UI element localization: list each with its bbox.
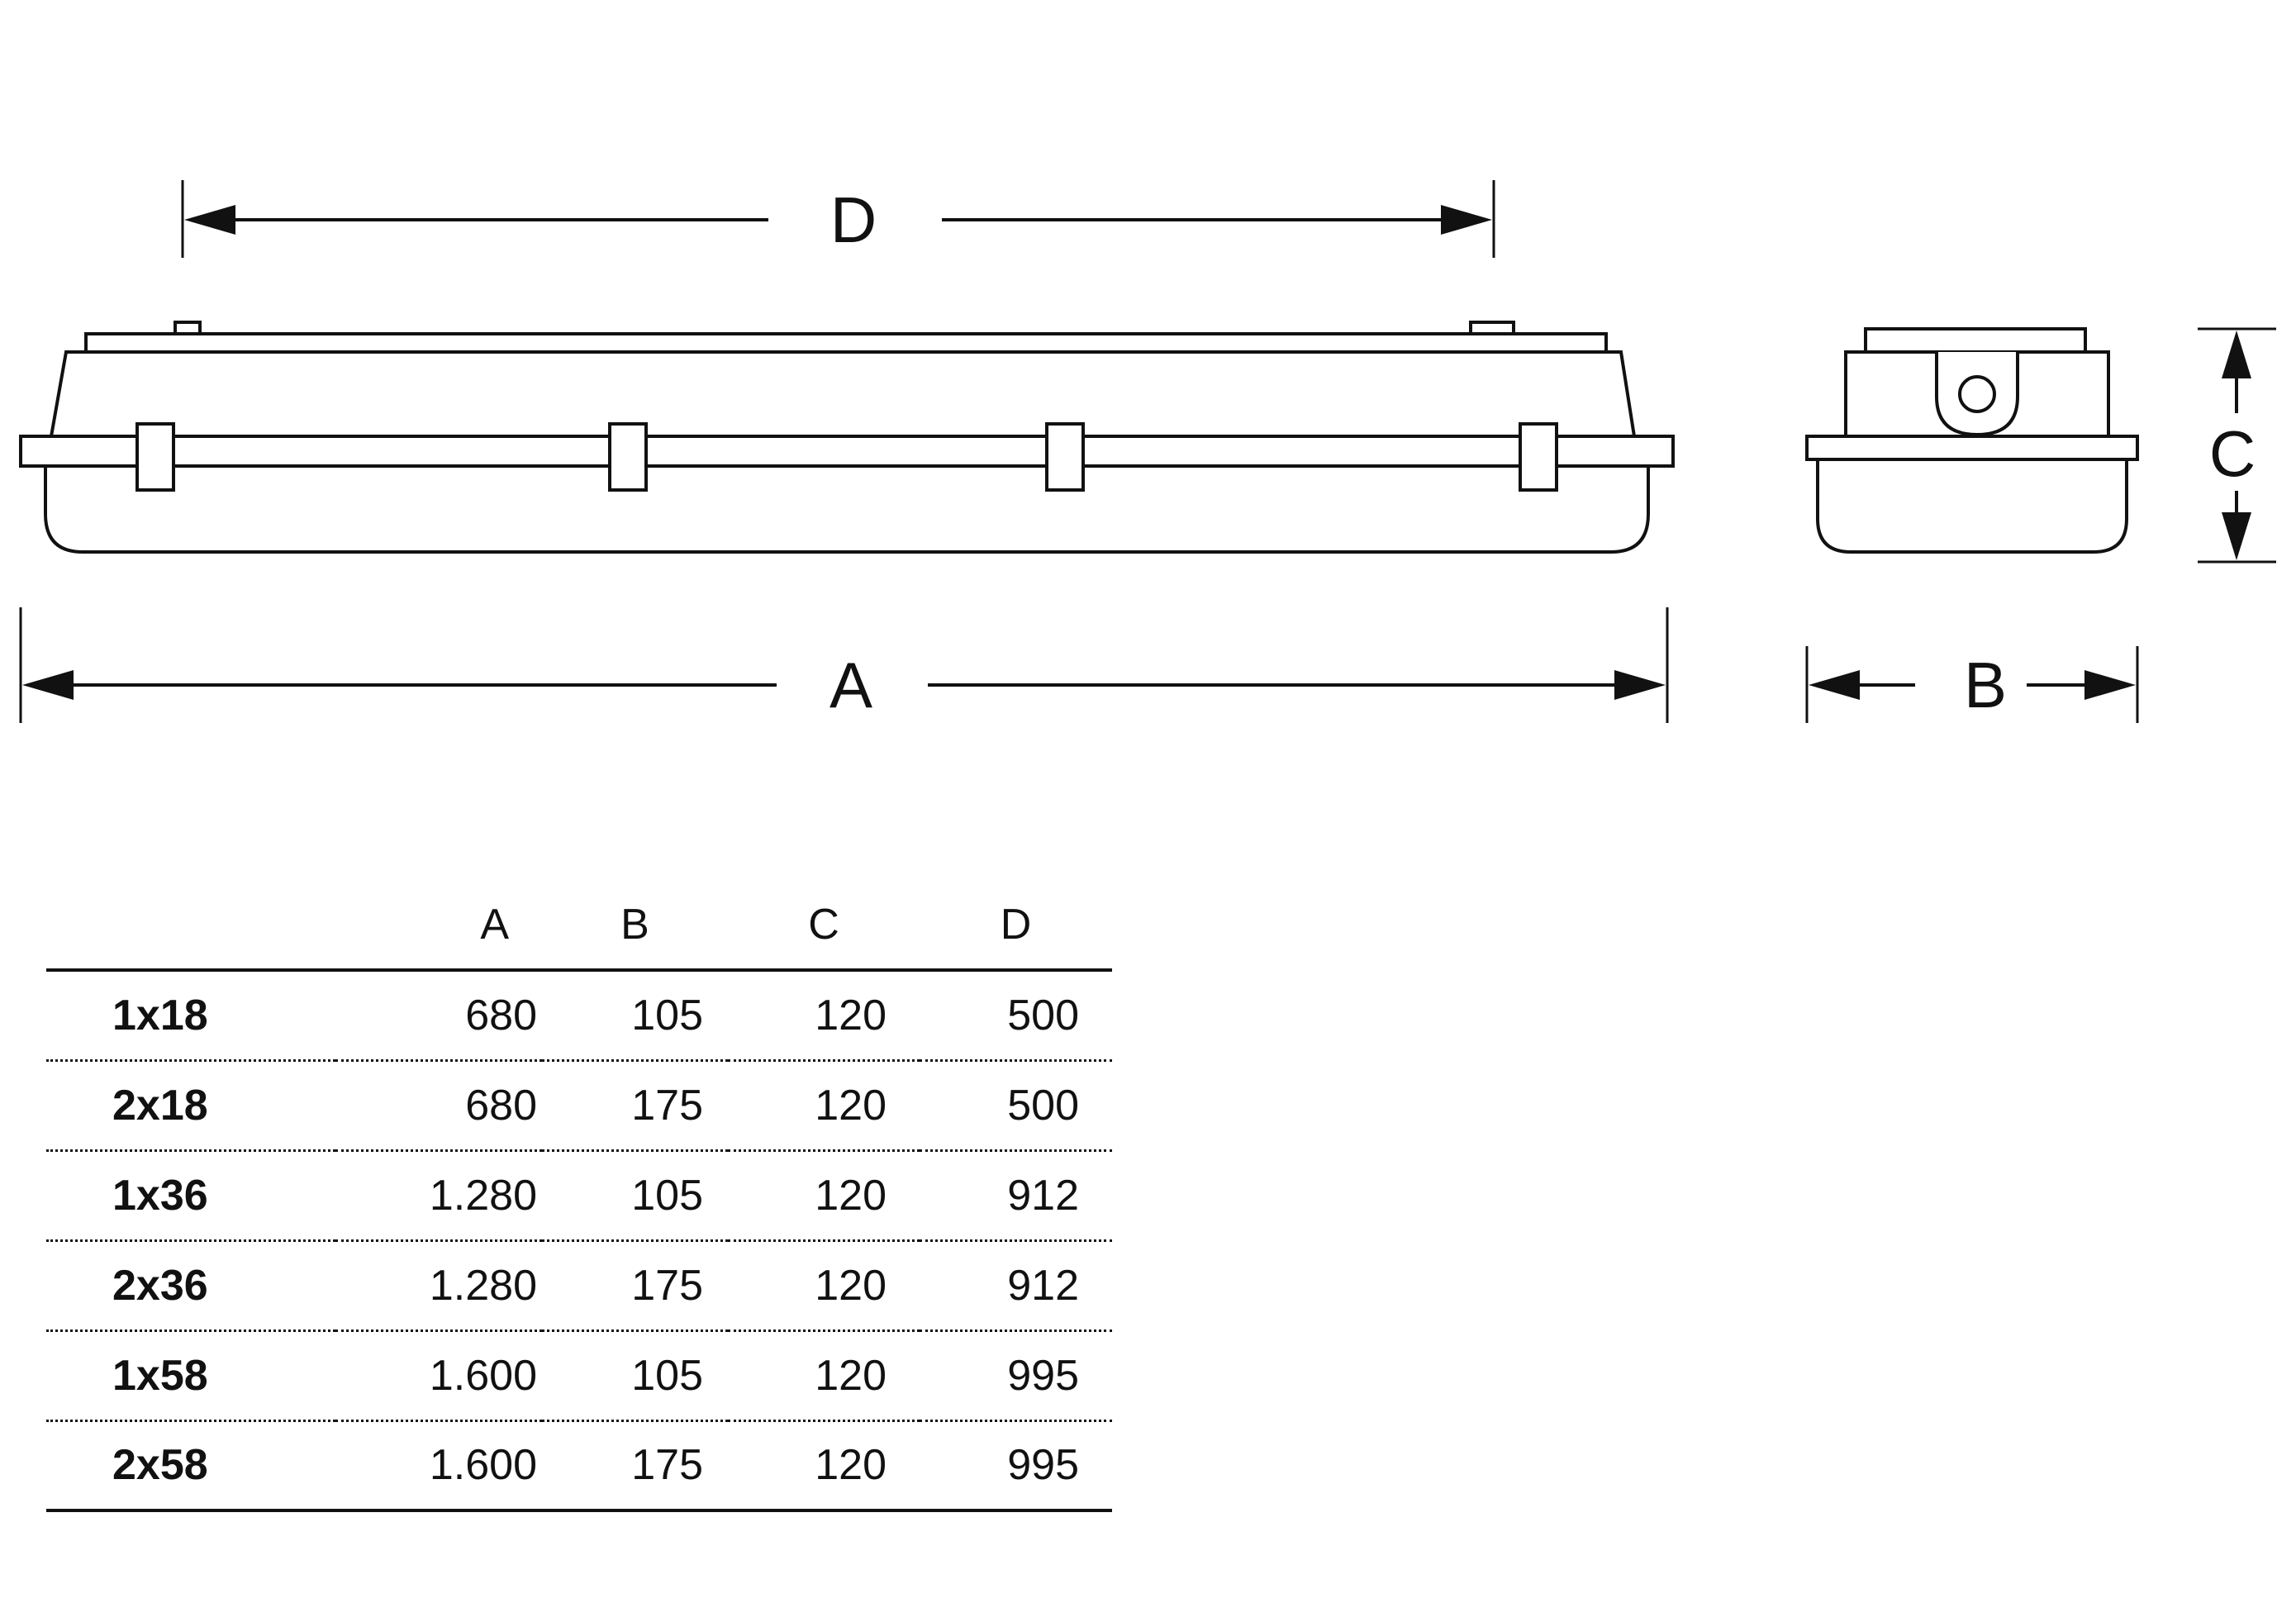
cell-c: 120 bbox=[728, 1060, 920, 1152]
cell-a: 1.280 bbox=[335, 1150, 542, 1242]
front-view bbox=[19, 321, 1675, 554]
header-model bbox=[46, 881, 335, 972]
header-d: D bbox=[920, 881, 1112, 972]
clip-3 bbox=[1045, 422, 1085, 492]
cell-d: 912 bbox=[920, 1240, 1112, 1332]
cell-d: 912 bbox=[920, 1150, 1112, 1242]
cell-b: 175 bbox=[542, 1420, 728, 1512]
dimension-b: B bbox=[1805, 646, 2139, 723]
diffuser-body bbox=[44, 464, 1650, 554]
cell-b: 105 bbox=[542, 1330, 728, 1422]
arrowhead-b-right bbox=[2084, 670, 2136, 700]
clip-4 bbox=[1519, 422, 1558, 492]
cell-c: 120 bbox=[728, 1150, 920, 1242]
dimension-label-d: D bbox=[830, 183, 877, 256]
cell-a: 680 bbox=[335, 1060, 542, 1152]
table-row: 2x36 1.280 175 120 912 bbox=[46, 1240, 1112, 1332]
side-diffuser-body bbox=[1816, 458, 2128, 554]
row-model: 2x58 bbox=[46, 1420, 335, 1512]
arrowhead-c-bottom bbox=[2222, 512, 2251, 560]
header-b: B bbox=[542, 881, 728, 972]
table-row: 1x36 1.280 105 120 912 bbox=[46, 1150, 1112, 1242]
flange-strip bbox=[19, 435, 1675, 468]
cable-gland-hole bbox=[1958, 375, 1996, 413]
table-row: 1x18 680 105 120 500 bbox=[46, 970, 1112, 1062]
side-view bbox=[1805, 327, 2139, 554]
dimension-c: C bbox=[2198, 327, 2276, 564]
cell-b: 105 bbox=[542, 970, 728, 1062]
arrowhead-d-right bbox=[1441, 205, 1492, 235]
row-model: 1x58 bbox=[46, 1330, 335, 1422]
row-model: 2x18 bbox=[46, 1060, 335, 1152]
mounting-tab-left bbox=[174, 321, 202, 335]
cell-d: 995 bbox=[920, 1420, 1112, 1512]
table-header-row: A B C D bbox=[46, 881, 1112, 972]
header-a: A bbox=[335, 881, 542, 972]
cell-c: 120 bbox=[728, 970, 920, 1062]
dimensions-table: A B C D 1x18 680 105 120 500 2x18 680 17… bbox=[46, 881, 1112, 1512]
dimension-label-b: B bbox=[1964, 649, 2007, 721]
clip-1 bbox=[135, 422, 175, 492]
cell-d: 500 bbox=[920, 970, 1112, 1062]
side-top-plate bbox=[1864, 327, 2087, 354]
table-row: 1x58 1.600 105 120 995 bbox=[46, 1330, 1112, 1422]
cell-d: 995 bbox=[920, 1330, 1112, 1422]
table-row: 2x58 1.600 175 120 995 bbox=[46, 1420, 1112, 1512]
arrowhead-c-top bbox=[2222, 331, 2251, 378]
header-c: C bbox=[728, 881, 920, 972]
arrowhead-a-right bbox=[1614, 670, 1666, 700]
cell-a: 680 bbox=[335, 970, 542, 1062]
table-row: 2x18 680 175 120 500 bbox=[46, 1060, 1112, 1152]
cell-b: 175 bbox=[542, 1060, 728, 1152]
arrowhead-b-left bbox=[1809, 670, 1860, 700]
cell-a: 1.280 bbox=[335, 1240, 542, 1332]
arrowhead-a-left bbox=[22, 670, 74, 700]
cell-a: 1.600 bbox=[335, 1420, 542, 1512]
upper-housing bbox=[49, 350, 1637, 438]
dimension-a: A bbox=[19, 607, 1669, 723]
dimension-d: D bbox=[181, 180, 1495, 258]
top-cover-plate bbox=[84, 332, 1608, 354]
cell-d: 500 bbox=[920, 1060, 1112, 1152]
arrowhead-d-left bbox=[184, 205, 235, 235]
cell-b: 105 bbox=[542, 1150, 728, 1242]
row-model: 1x18 bbox=[46, 970, 335, 1062]
cell-c: 120 bbox=[728, 1240, 920, 1332]
cell-a: 1.600 bbox=[335, 1330, 542, 1422]
row-model: 2x36 bbox=[46, 1240, 335, 1332]
row-model: 1x36 bbox=[46, 1150, 335, 1242]
dimension-label-c: C bbox=[2209, 417, 2256, 490]
cell-c: 120 bbox=[728, 1330, 920, 1422]
cell-b: 175 bbox=[542, 1240, 728, 1332]
cell-c: 120 bbox=[728, 1420, 920, 1512]
mounting-tab-right bbox=[1469, 321, 1515, 335]
dimension-label-a: A bbox=[830, 649, 872, 721]
clip-2 bbox=[608, 422, 648, 492]
side-flange bbox=[1805, 435, 2139, 461]
